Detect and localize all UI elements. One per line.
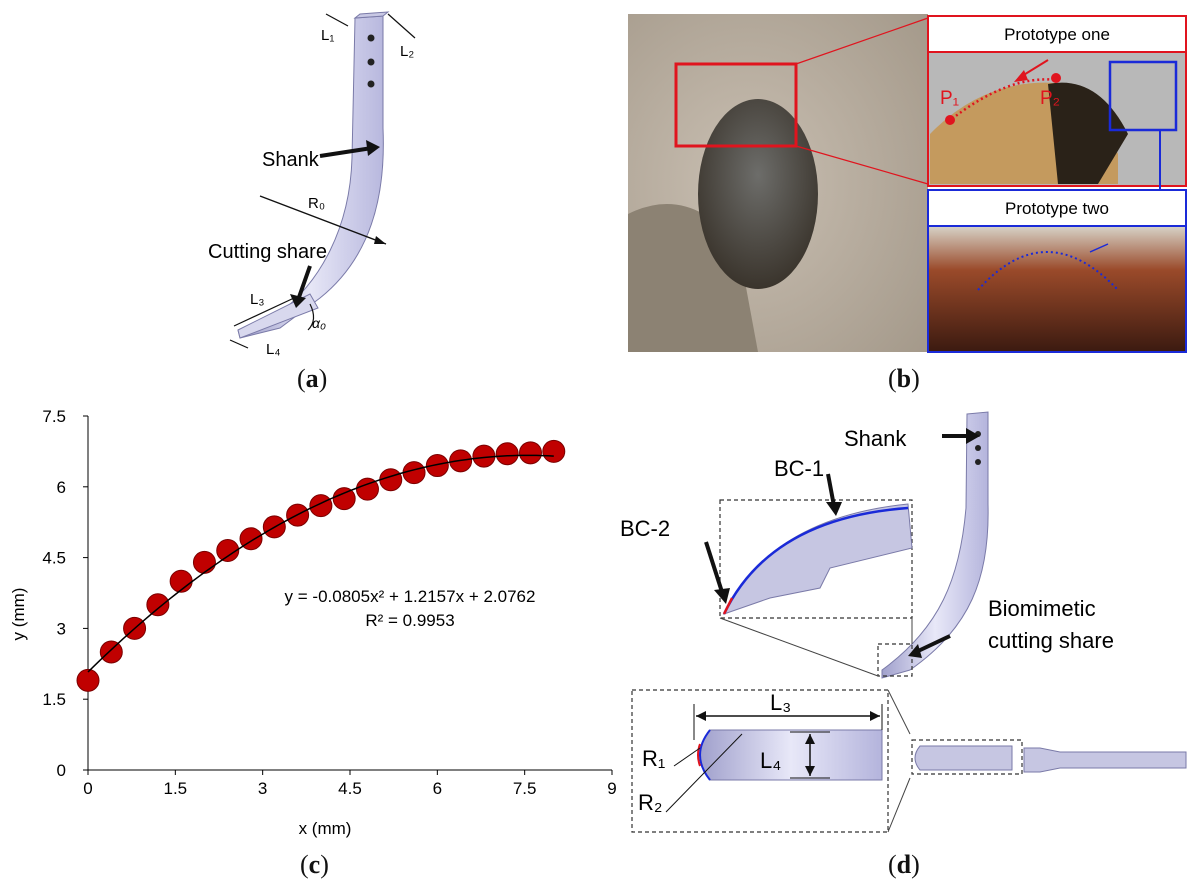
caption-a: (a) (297, 364, 328, 393)
shank-label: Shank (262, 149, 320, 171)
y-tick-label: 7.5 (42, 407, 66, 426)
data-point (216, 539, 240, 563)
prototype-one-label: Prototype one (1004, 25, 1110, 44)
shank-label-d: Shank (844, 426, 907, 451)
p1-label: P₁ (940, 88, 959, 109)
y-tick-label: 4.5 (42, 549, 66, 568)
scatter-fit-chart: 0 1.5 3 4.5 6 7.5 9 0 1.5 3 4.5 6 7.5 y = -0.0805x² … (9, 407, 617, 838)
alpha0-label: α₀ (312, 315, 326, 331)
x-tick-label: 3 (258, 779, 267, 798)
x-tick-label: 6 (433, 779, 442, 798)
x-axis-label: x (mm) (299, 819, 352, 838)
beetle-body (698, 99, 818, 289)
panel-a-subsonic-shank-drawing: L₁ L₂ Shank R₀ Cutting share L₃ α₀ L₄ (200, 8, 460, 358)
y-axis-label: y (mm) (9, 588, 28, 641)
data-point (76, 668, 100, 692)
cutting-share-label: Cutting share (208, 241, 327, 263)
data-point (518, 441, 542, 465)
panel-c-curve-fit-chart: 0 1.5 3 4.5 6 7.5 9 0 1.5 3 4.5 6 7.5 y = -0.0805x² … (0, 396, 640, 844)
data-point (309, 494, 333, 518)
bc1-label: BC-1 (774, 456, 824, 481)
highlight-box-red (674, 62, 798, 148)
data-point (355, 477, 379, 501)
caption-b: (b) (888, 364, 920, 393)
x-tick-label: 0 (83, 779, 92, 798)
prototype-two-photo (927, 225, 1187, 353)
panel-b-prototype-photos: Prototype one P₁ P₂ Prototype two (628, 14, 1188, 354)
shank-3d-drawing: L₁ L₂ Shank R₀ Cutting share L₃ α₀ L₄ (208, 11, 416, 358)
y-tick-label: 0 (57, 761, 66, 780)
r2-label: R₂ (638, 790, 662, 815)
p2-label: P₂ (1040, 88, 1060, 109)
data-points (76, 439, 566, 692)
y-tick-label: 3 (57, 619, 66, 638)
l3-label-d: L₃ (770, 690, 791, 715)
equation-label: y = -0.0805x² + 1.2157x + 2.0762 (285, 587, 536, 606)
zoom-box-bottom (631, 689, 889, 833)
prototype-photo-composite: Prototype one P₁ P₂ Prototype two (628, 14, 1187, 353)
biomimetic-label-line2: cutting share (988, 628, 1114, 653)
l1-label: L₁ (321, 27, 334, 44)
caption-d: (d) (888, 850, 920, 879)
zoom-box-top (719, 499, 913, 619)
caption-c: (c) (300, 850, 329, 879)
highlight-box-blue (1108, 60, 1178, 132)
data-point (542, 439, 566, 463)
trendline (87, 454, 554, 673)
r0-label: R₀ (308, 195, 325, 212)
l3-label: L₃ (250, 291, 264, 308)
y-tick-label: 1.5 (42, 690, 66, 709)
data-point (402, 461, 426, 485)
data-point (495, 442, 519, 466)
data-point (99, 640, 123, 664)
l4-label-d: L₄ (760, 748, 781, 773)
prototype-two-label: Prototype two (1005, 199, 1109, 218)
chart-axes: 0 1.5 3 4.5 6 7.5 9 0 1.5 3 4.5 6 7.5 (42, 407, 616, 798)
biomimetic-label-line1: Biomimetic (988, 596, 1096, 621)
data-point (146, 593, 170, 617)
x-tick-label: 9 (607, 779, 616, 798)
x-tick-label: 7.5 (513, 779, 537, 798)
bc2-label: BC-2 (620, 516, 670, 541)
data-point (332, 487, 356, 511)
biomimetic-share-drawing: Shank Biomimetic cutting share BC-1 BC-2 (620, 411, 1187, 833)
l4-label: L₄ (266, 341, 280, 358)
y-tick-label: 6 (57, 478, 66, 497)
l2-label: L₂ (400, 43, 414, 60)
data-point (192, 550, 216, 574)
r2-label: R² = 0.9953 (365, 611, 454, 630)
data-point (425, 454, 449, 478)
x-tick-label: 1.5 (164, 779, 188, 798)
x-tick-label: 4.5 (338, 779, 362, 798)
r1-label: R₁ (642, 746, 665, 771)
data-point (379, 468, 403, 492)
panel-d-biomimetic-share: Shank Biomimetic cutting share BC-1 BC-2 (620, 408, 1195, 838)
data-point (169, 569, 193, 593)
